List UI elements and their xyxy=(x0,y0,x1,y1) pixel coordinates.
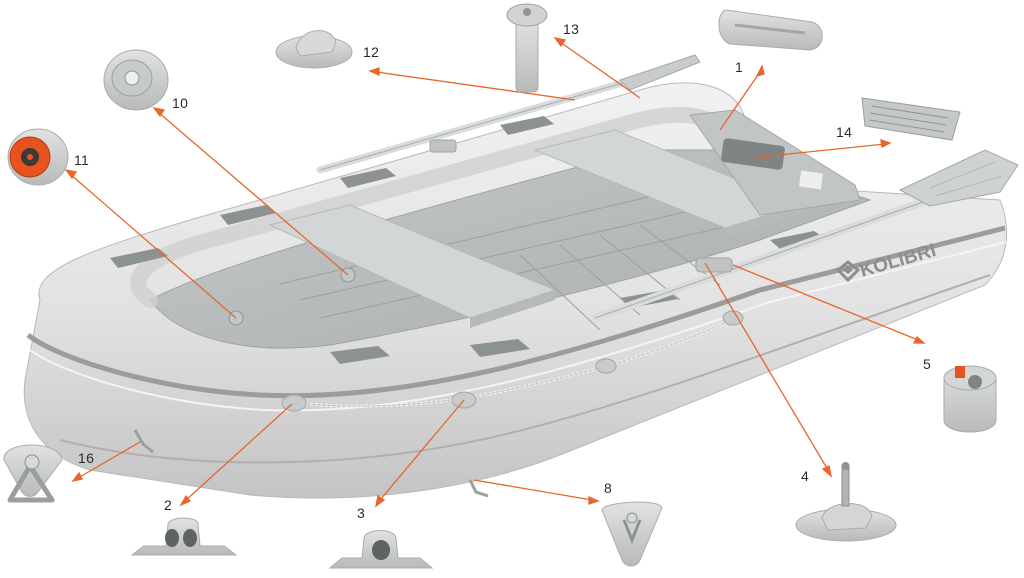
leader-13 xyxy=(559,41,641,99)
part-2-rope-holder-icon xyxy=(130,517,238,556)
callout-8: 8 xyxy=(604,480,613,496)
part-10-valve-icon xyxy=(103,49,169,111)
leader-8 xyxy=(473,479,593,501)
part-12-oarlock-base-icon xyxy=(275,30,353,69)
part-8-d-ring-patch-icon xyxy=(601,501,663,567)
leader-16 xyxy=(77,441,141,479)
oar-right xyxy=(591,149,1019,322)
leader-2 xyxy=(185,403,293,501)
leader-14 xyxy=(749,143,886,159)
part-4-oarlock-mount-icon xyxy=(795,462,897,542)
leader-11 xyxy=(69,173,237,319)
callout-10: 10 xyxy=(172,95,189,111)
callout-2: 2 xyxy=(164,497,173,513)
callout-16: 16 xyxy=(78,450,95,466)
part-5-oarlock-clamp-icon xyxy=(943,365,997,433)
callout-14: 14 xyxy=(836,124,853,140)
leader-lines xyxy=(64,37,926,508)
kolibri-diamond-logo-icon xyxy=(835,260,861,283)
leader-1 xyxy=(719,71,761,131)
callout-11: 11 xyxy=(74,152,90,168)
leader-4 xyxy=(704,262,829,471)
leader-3 xyxy=(379,399,465,501)
callout-13: 13 xyxy=(563,21,580,37)
leader-5 xyxy=(732,264,919,341)
part-16-towing-ring-icon xyxy=(3,444,63,503)
leader-12 xyxy=(375,71,576,101)
callout-4: 4 xyxy=(801,468,810,484)
callout-5: 5 xyxy=(923,356,932,372)
part-14-transom-grate-icon xyxy=(861,97,961,141)
part-13-oar-holder-icon xyxy=(506,3,548,93)
callout-1: 1 xyxy=(735,59,744,75)
part-11-valve-icon xyxy=(7,128,69,186)
callout-12: 12 xyxy=(363,44,380,60)
oar-left xyxy=(316,54,701,174)
leader-10 xyxy=(157,111,349,276)
part-3-rope-holder-icon xyxy=(328,530,434,569)
inflatable-boat xyxy=(23,54,1019,499)
callout-3: 3 xyxy=(357,505,366,521)
hull-stripe xyxy=(26,225,1006,399)
part-1-handle-icon xyxy=(718,9,823,51)
